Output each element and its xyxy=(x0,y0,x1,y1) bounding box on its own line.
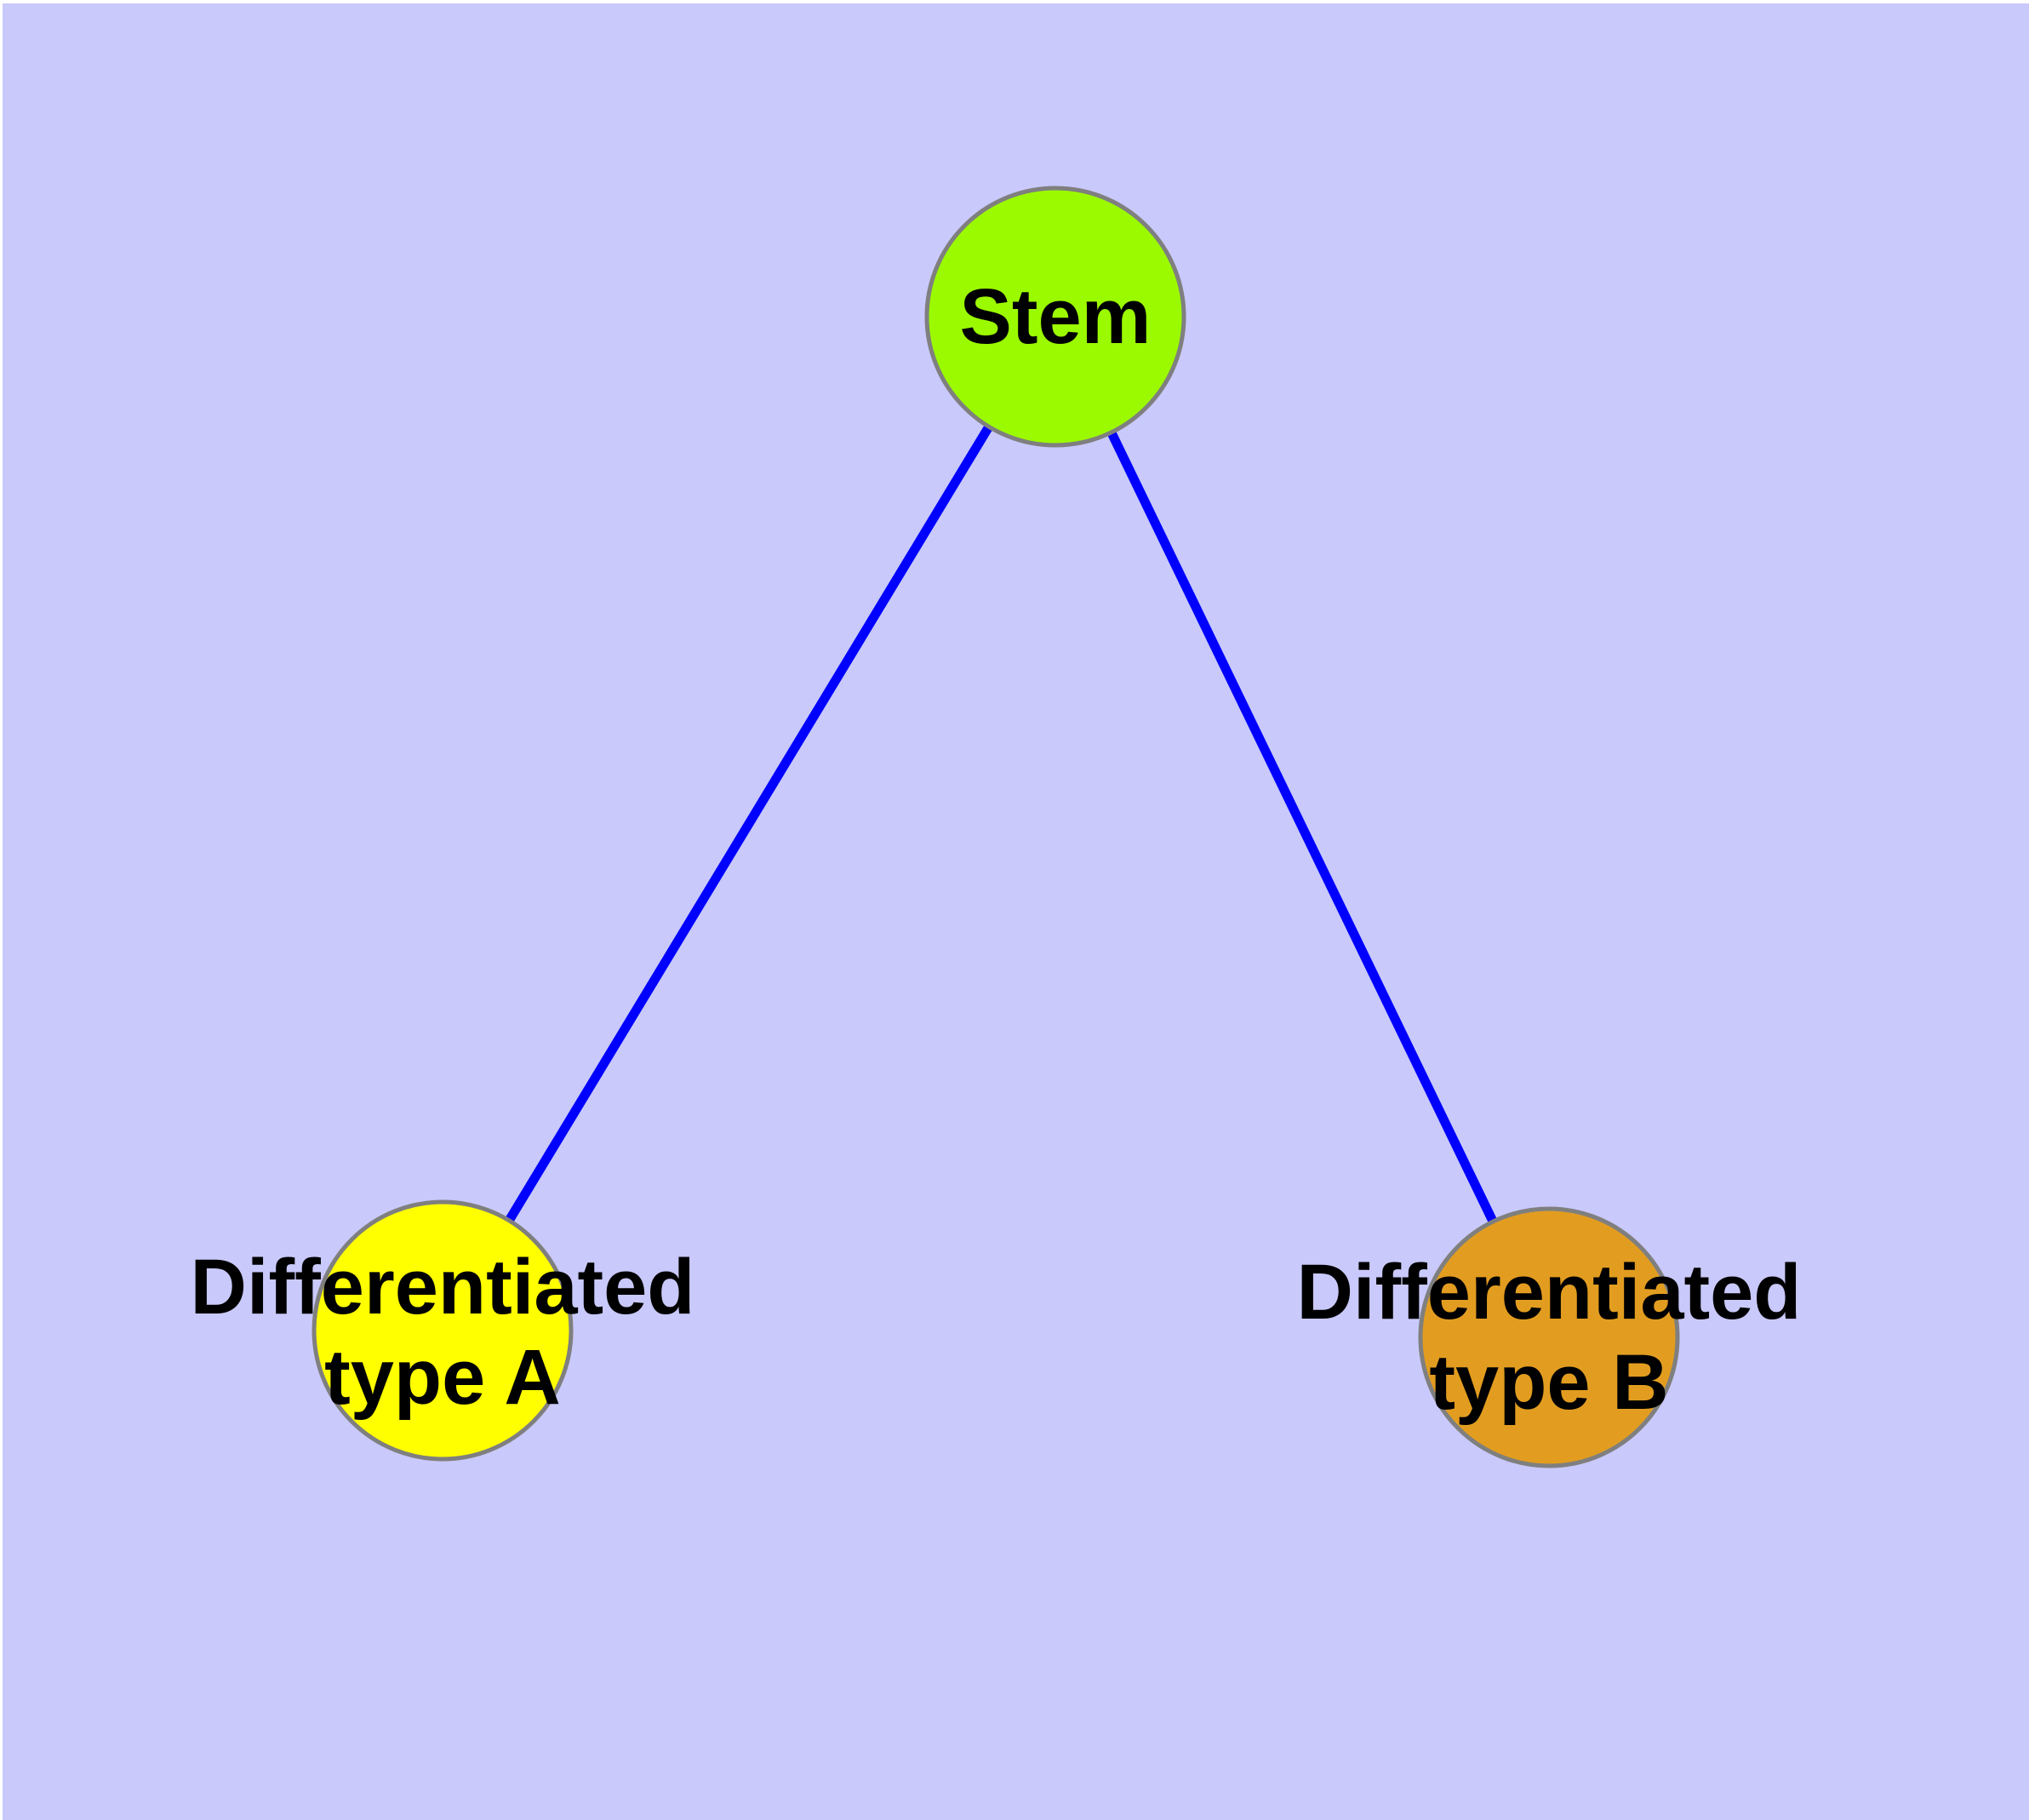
node-type-b-circle xyxy=(1418,1206,1680,1468)
label-group: Stem Differentiated type A Differentiate… xyxy=(191,273,1802,1426)
node-stem-label: Stem xyxy=(960,273,1152,360)
edge-stem-to-type-b xyxy=(1050,312,1554,1342)
node-type-a-label-line2: type A xyxy=(324,1334,561,1421)
edge-stem-to-type-a xyxy=(437,312,1060,1336)
node-type-b-label-line2: type B xyxy=(1429,1339,1668,1426)
edge-group xyxy=(437,312,1554,1342)
node-stem-circle xyxy=(924,186,1186,448)
node-type-a-label-line1: Differentiated xyxy=(191,1244,695,1331)
node-type-b-label-line1: Differentiated xyxy=(1297,1249,1802,1336)
node-type-a-circle xyxy=(311,1199,574,1462)
node-group xyxy=(311,186,1680,1468)
